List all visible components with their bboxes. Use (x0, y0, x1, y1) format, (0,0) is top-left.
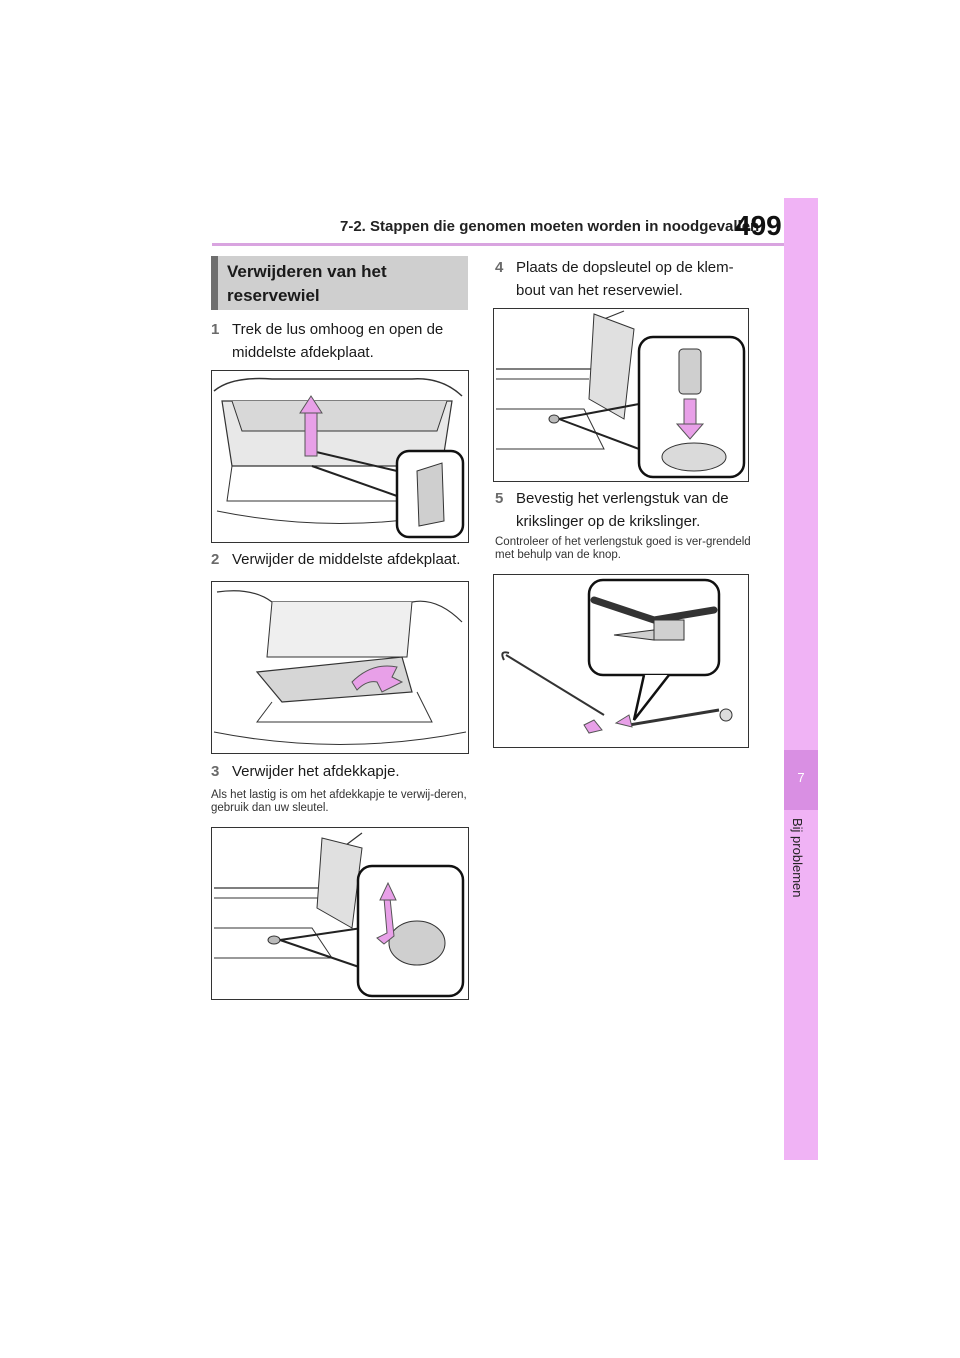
step-number: 5 (495, 490, 504, 507)
section-heading-line2: reservewiel (227, 286, 320, 305)
step-5: 5 Bevestig het verlengstuk van de kriksl… (495, 487, 753, 533)
section-heading: Verwijderen van het reservewiel (211, 256, 468, 310)
illustration-jack-handle-extension (493, 574, 749, 748)
step-1: 1 Trek de lus omhoog en open de middelst… (211, 318, 469, 364)
step-text: Verwijder het afdekkapje. (232, 763, 400, 780)
step-text: Verwijder de middelste afdekplaat. (232, 551, 461, 568)
illustration-open-center-cover (211, 370, 469, 543)
step-number: 1 (211, 321, 220, 338)
step-text: Trek de lus omhoog en open de middelste … (232, 321, 444, 361)
illustration-socket-wrench (493, 308, 749, 482)
chapter-side-tab (784, 198, 818, 1160)
step-number: 3 (211, 763, 220, 780)
illustration-remove-cap (211, 827, 469, 1000)
chapter-label: Bij problemen (790, 818, 805, 898)
header-divider (212, 243, 784, 246)
step-5-note: Controleer of het verlengstuk goed is ve… (495, 536, 751, 561)
step-2: 2 Verwijder de middelste afdekplaat. (211, 548, 469, 571)
step-number: 2 (211, 551, 220, 568)
step-number: 4 (495, 259, 504, 276)
page-number: 499 (735, 210, 782, 241)
section-heading-line1: Verwijderen van het (227, 262, 387, 281)
step-text: Plaats de dopsleutel op de klem-bout van… (516, 259, 734, 299)
chapter-number-box (784, 750, 818, 810)
chapter-number: 7 (797, 770, 805, 785)
illustration-remove-center-cover (211, 581, 469, 754)
header-section-title: 7-2. Stappen die genomen moeten worden i… (340, 218, 760, 235)
step-3: 3 Verwijder het afdekkapje. (211, 760, 469, 783)
step-4: 4 Plaats de dopsleutel op de klem-bout v… (495, 256, 753, 302)
step-text: Bevestig het verlengstuk van de krikslin… (516, 490, 729, 530)
step-3-note: Als het lastig is om het afdekkapje te v… (211, 789, 467, 814)
